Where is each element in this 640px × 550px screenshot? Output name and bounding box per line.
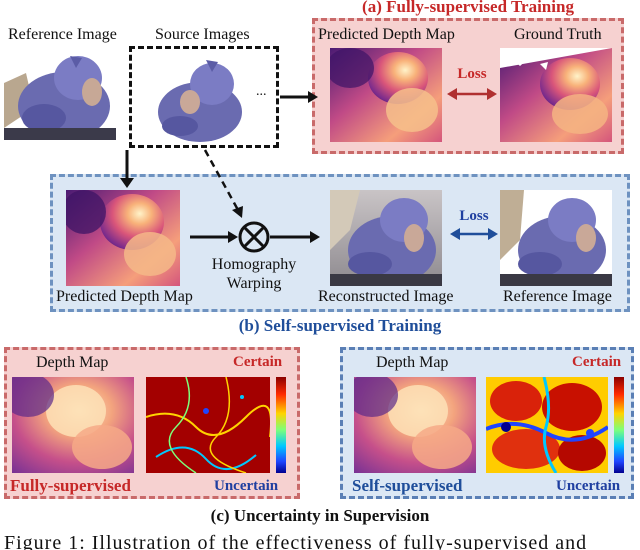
fully-supervised-title: (a) Fully-supervised Training	[362, 0, 574, 16]
fully-predicted-depth-map	[330, 48, 442, 142]
fully-uncertainty-map	[146, 377, 270, 473]
fully-uncertain-label: Uncertain	[214, 478, 279, 494]
reference-image-label: Reference Image	[8, 26, 117, 43]
self-predicted-depth-map	[66, 190, 180, 286]
self-colorbar	[614, 377, 624, 473]
fully-uncertainty-depth-map	[12, 377, 134, 473]
self-loss-arrow	[450, 228, 498, 240]
self-uncertain-label: Uncertain	[556, 478, 621, 494]
reference-image	[4, 48, 116, 140]
self-depth-map-label: Depth Map	[376, 354, 449, 371]
fully-predicted-depth-label: Predicted Depth Map	[318, 26, 455, 43]
homography-warping-flow	[190, 221, 320, 253]
fully-loss-arrow	[447, 88, 497, 100]
figure-caption: Figure 1: Illustration of the effectiven…	[4, 532, 588, 550]
self-uncertainty-depth-map	[354, 377, 476, 473]
self-supervised-title: (b) Self-supervised Training	[238, 316, 442, 335]
source-images-frame	[129, 46, 279, 148]
self-reference-image	[500, 190, 612, 286]
fully-loss-label: Loss	[457, 66, 487, 82]
source-image	[150, 54, 250, 144]
arrows-into-self-supervised	[120, 149, 243, 218]
self-certain-label: Certain	[572, 354, 622, 370]
homography-label: Homography	[211, 256, 297, 273]
reconstructed-image	[330, 190, 442, 286]
self-reference-image-label: Reference Image	[503, 288, 612, 305]
warping-label: Warping	[226, 275, 282, 292]
ground-truth-label: Ground Truth	[514, 26, 602, 43]
self-loss-label: Loss	[459, 208, 489, 224]
fully-certain-label: Certain	[233, 354, 283, 370]
uncertainty-title: (c) Uncertainty in Supervision	[210, 506, 430, 525]
fully-colorbar	[276, 377, 286, 473]
arrow-to-fully-supervised	[280, 91, 318, 103]
source-images-label: Source Images	[155, 26, 250, 43]
fully-supervised-caption: Fully-supervised	[10, 476, 131, 495]
ground-truth-depth-map	[500, 48, 612, 142]
ellipsis: ...	[256, 84, 267, 99]
reconstructed-image-label: Reconstructed Image	[318, 288, 454, 305]
self-predicted-depth-label: Predicted Depth Map	[56, 288, 193, 305]
self-uncertainty-map	[486, 377, 608, 473]
fully-depth-map-label: Depth Map	[36, 354, 109, 371]
self-supervised-caption: Self-supervised	[352, 476, 463, 495]
